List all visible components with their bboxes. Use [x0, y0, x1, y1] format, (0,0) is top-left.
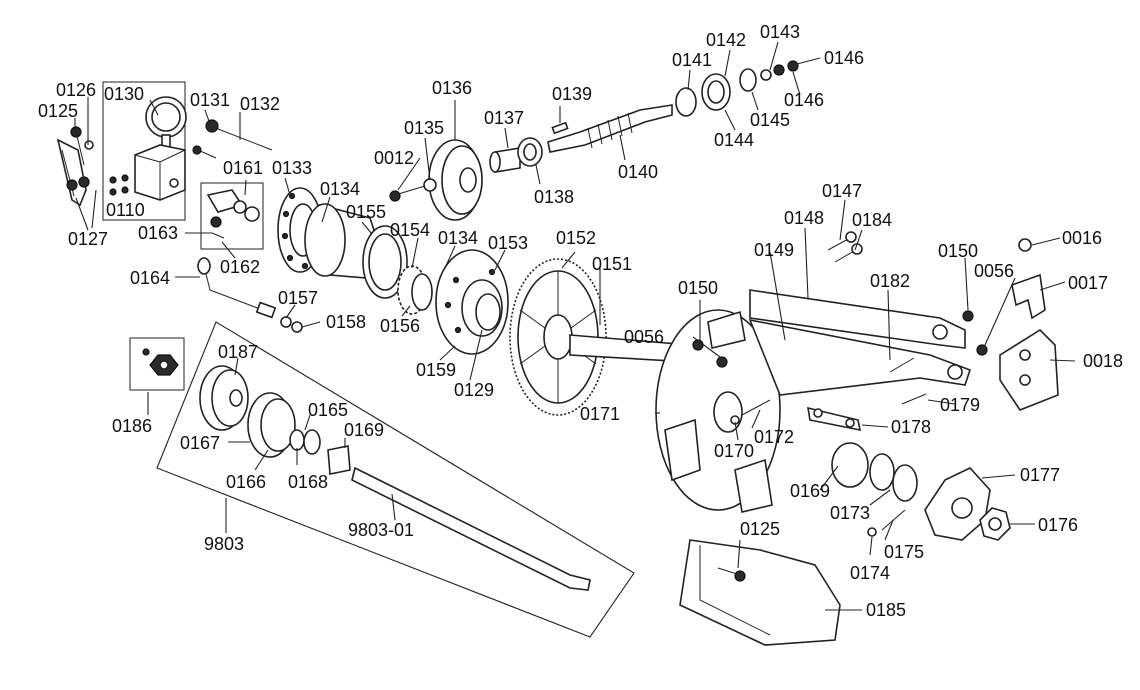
callout-0161: 0161 — [223, 158, 263, 178]
callout-0129: 0129 — [454, 380, 494, 400]
kit-parts — [199, 365, 591, 591]
callout-0187: 0187 — [218, 342, 258, 362]
callout-0159: 0159 — [416, 360, 456, 380]
callout-0147: 0147 — [822, 181, 862, 201]
callout-0056: 0056 — [974, 261, 1014, 281]
lever-assembly — [56, 126, 94, 207]
callout-0173: 0173 — [830, 503, 870, 523]
guard-0185 — [679, 539, 841, 646]
callout-0139: 0139 — [552, 84, 592, 104]
callout-0134: 0134 — [320, 179, 360, 199]
callout-0143: 0143 — [760, 22, 800, 42]
callout-0184: 0184 — [852, 210, 892, 230]
callout-0170: 0170 — [714, 441, 754, 461]
gauge-block — [102, 81, 187, 221]
callout-0012: 0012 — [374, 148, 414, 168]
fitting-box — [200, 182, 264, 250]
callout-0177: 0177 — [1020, 465, 1060, 485]
callout-0056: 0056 — [624, 327, 664, 347]
callout-0176: 0176 — [1038, 515, 1078, 535]
kit-9803-frame — [156, 321, 635, 638]
leader-lines — [74, 41, 1076, 611]
sprocket-small — [397, 265, 433, 315]
callout-0169: 0169 — [344, 420, 384, 440]
callout-0166: 0166 — [226, 472, 266, 492]
callout-0152: 0152 — [556, 228, 596, 248]
callout-0165: 0165 — [308, 400, 348, 420]
worm-shaft — [547, 104, 673, 153]
callout-0137: 0137 — [484, 108, 524, 128]
callout-0133: 0133 — [272, 158, 312, 178]
callout-0167: 0167 — [180, 433, 220, 453]
callout-0136: 0136 — [432, 78, 472, 98]
callout-0140: 0140 — [618, 162, 658, 182]
callout-0148: 0148 — [784, 208, 824, 228]
callout-0149: 0149 — [754, 240, 794, 260]
callout-0134: 0134 — [438, 228, 478, 248]
callout-0186: 0186 — [112, 416, 152, 436]
drum-cylinder — [304, 203, 408, 299]
callout-0125: 0125 — [38, 101, 78, 121]
callout-0138: 0138 — [534, 187, 574, 207]
backing-plate — [655, 309, 781, 513]
callout-0154: 0154 — [390, 220, 430, 240]
callout-0146: 0146 — [784, 90, 824, 110]
bearings-0141-0146 — [675, 60, 799, 117]
callout-0156: 0156 — [380, 316, 420, 336]
callout-0150: 0150 — [678, 278, 718, 298]
hub-0153 — [435, 249, 509, 355]
callout-0179: 0179 — [940, 395, 980, 415]
callout-0110: 0110 — [106, 200, 145, 220]
callout-0162: 0162 — [220, 257, 260, 277]
long-bolts — [192, 119, 273, 159]
callout-0018: 0018 — [1083, 351, 1123, 371]
callout-9803: 9803 — [204, 534, 244, 554]
callout-0145: 0145 — [750, 110, 790, 130]
callout-0174: 0174 — [850, 563, 890, 583]
callout-0142: 0142 — [706, 30, 746, 50]
callout-0175: 0175 — [884, 542, 924, 562]
callout-0182: 0182 — [870, 271, 910, 291]
callout-0163: 0163 — [138, 223, 178, 243]
callout-0141: 0141 — [672, 50, 712, 70]
callout-0155: 0155 — [346, 202, 386, 222]
cable — [197, 257, 303, 333]
callout-0135: 0135 — [404, 118, 444, 138]
callout-0178: 0178 — [891, 417, 931, 437]
callout-9803-01: 9803-01 — [348, 520, 414, 540]
callout-0153: 0153 — [488, 233, 528, 253]
callout-0131: 0131 — [190, 90, 230, 110]
callout-labels: 0126 0125 0130 0131 0132 0127 0110 0161 … — [38, 22, 1123, 620]
swing-arm-0148 — [748, 289, 972, 396]
callout-0185: 0185 — [866, 600, 906, 620]
pulley-0136 — [389, 139, 483, 221]
callout-0017: 0017 — [1068, 273, 1108, 293]
callout-0171: 0171 — [580, 404, 620, 424]
bushings-0137-0138 — [489, 137, 543, 173]
callout-0130: 0130 — [104, 84, 144, 104]
nut-box-0186 — [129, 337, 185, 391]
hub-parts-0169-0177 — [831, 442, 1011, 541]
callout-0158: 0158 — [326, 312, 366, 332]
callout-0168: 0168 — [288, 472, 328, 492]
callout-0127: 0127 — [68, 229, 108, 249]
callout-0164: 0164 — [130, 268, 170, 288]
large-gear — [509, 258, 607, 416]
callout-0146: 0146 — [824, 48, 864, 68]
callout-0132: 0132 — [240, 94, 280, 114]
callout-0151: 0151 — [592, 254, 632, 274]
callout-0169: 0169 — [790, 481, 830, 501]
callout-0126: 0126 — [56, 80, 96, 100]
callout-0157: 0157 — [278, 288, 318, 308]
link-0178 — [807, 406, 862, 432]
callout-0125: 0125 — [740, 519, 780, 539]
callout-0172: 0172 — [754, 427, 794, 447]
clamp-0016-0018 — [999, 238, 1059, 411]
callout-0150: 0150 — [938, 241, 978, 261]
callout-0016: 0016 — [1062, 228, 1102, 248]
callout-0144: 0144 — [714, 130, 754, 150]
bolts-0147-0184 — [827, 231, 988, 405]
